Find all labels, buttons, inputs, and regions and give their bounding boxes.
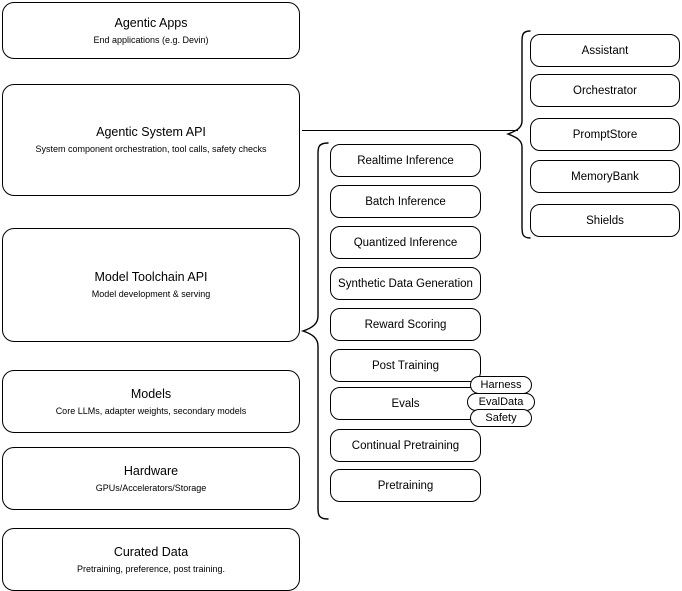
- layer-title: Models: [130, 386, 172, 401]
- pill-evaldata[interactable]: EvalData: [467, 393, 535, 411]
- mid-box-label: Evals: [391, 397, 420, 410]
- pill-label: Safety: [485, 412, 517, 424]
- layer-box-agentic-apps[interactable]: Agentic Apps End applications (e.g. Devi…: [2, 2, 300, 59]
- right-box-assistant[interactable]: Assistant: [530, 34, 680, 67]
- layer-box-hardware[interactable]: Hardware GPUs/Accelerators/Storage: [2, 447, 300, 510]
- mid-box-reward-scoring[interactable]: Reward Scoring: [330, 308, 481, 341]
- layer-subtitle: Core LLMs, adapter weights, secondary mo…: [55, 405, 247, 416]
- layer-subtitle: Model development & serving: [91, 289, 211, 299]
- mid-box-label: Pretraining: [377, 479, 434, 492]
- layer-title: Model Toolchain API: [94, 270, 208, 284]
- layer-box-model-toolchain-api[interactable]: Model Toolchain API Model development & …: [2, 228, 300, 342]
- mid-box-label: Post Training: [371, 359, 440, 372]
- mid-box-quantized-inference[interactable]: Quantized Inference: [330, 226, 481, 259]
- layer-subtitle: GPUs/Accelerators/Storage: [95, 482, 207, 493]
- mid-box-label: Reward Scoring: [364, 318, 447, 331]
- mid-box-pretraining[interactable]: Pretraining: [330, 469, 481, 502]
- layer-subtitle: System component orchestration, tool cal…: [35, 144, 267, 154]
- layer-title: Agentic Apps: [114, 15, 188, 30]
- pill-safety[interactable]: Safety: [470, 409, 532, 427]
- layer-box-curated-data[interactable]: Curated Data Pretraining, preference, po…: [2, 528, 300, 591]
- mid-box-label: Synthetic Data Generation: [338, 277, 473, 290]
- mid-box-evals[interactable]: Evals: [330, 387, 481, 420]
- mid-box-batch-inference[interactable]: Batch Inference: [330, 185, 481, 218]
- pill-label: EvalData: [478, 396, 524, 408]
- right-box-label: Orchestrator: [573, 84, 637, 97]
- right-box-promptstore[interactable]: PromptStore: [530, 118, 680, 151]
- mid-box-realtime-inference[interactable]: Realtime Inference: [330, 144, 481, 177]
- pill-harness[interactable]: Harness: [470, 376, 532, 394]
- right-box-label: MemoryBank: [571, 170, 639, 183]
- mid-box-label: Quantized Inference: [353, 236, 458, 249]
- mid-box-label: Continual Pretraining: [351, 439, 460, 452]
- right-box-shields[interactable]: Shields: [530, 204, 680, 237]
- layer-title: Hardware: [123, 463, 179, 478]
- brace-middle: [300, 142, 329, 520]
- right-box-label: PromptStore: [572, 128, 638, 141]
- layer-title: Curated Data: [113, 544, 189, 559]
- right-box-label: Assistant: [581, 44, 629, 57]
- right-box-orchestrator[interactable]: Orchestrator: [530, 74, 680, 107]
- right-box-memorybank[interactable]: MemoryBank: [530, 160, 680, 193]
- layer-box-models[interactable]: Models Core LLMs, adapter weights, secon…: [2, 370, 300, 433]
- layer-subtitle: Pretraining, preference, post training.: [76, 563, 226, 574]
- pill-label: Harness: [480, 379, 522, 391]
- connector-line-agentic-system-api: [302, 130, 518, 132]
- brace-right: [506, 30, 531, 239]
- mid-box-post-training[interactable]: Post Training: [330, 349, 481, 382]
- layer-box-agentic-system-api[interactable]: Agentic System API System component orch…: [2, 84, 300, 196]
- mid-box-continual-pretraining[interactable]: Continual Pretraining: [330, 429, 481, 462]
- mid-box-synthetic-data-generation[interactable]: Synthetic Data Generation: [330, 267, 481, 300]
- mid-box-label: Realtime Inference: [357, 154, 454, 167]
- right-box-label: Shields: [586, 214, 624, 227]
- layer-title: Agentic System API: [96, 125, 206, 139]
- layer-subtitle: End applications (e.g. Devin): [93, 34, 209, 45]
- mid-box-label: Batch Inference: [365, 195, 446, 208]
